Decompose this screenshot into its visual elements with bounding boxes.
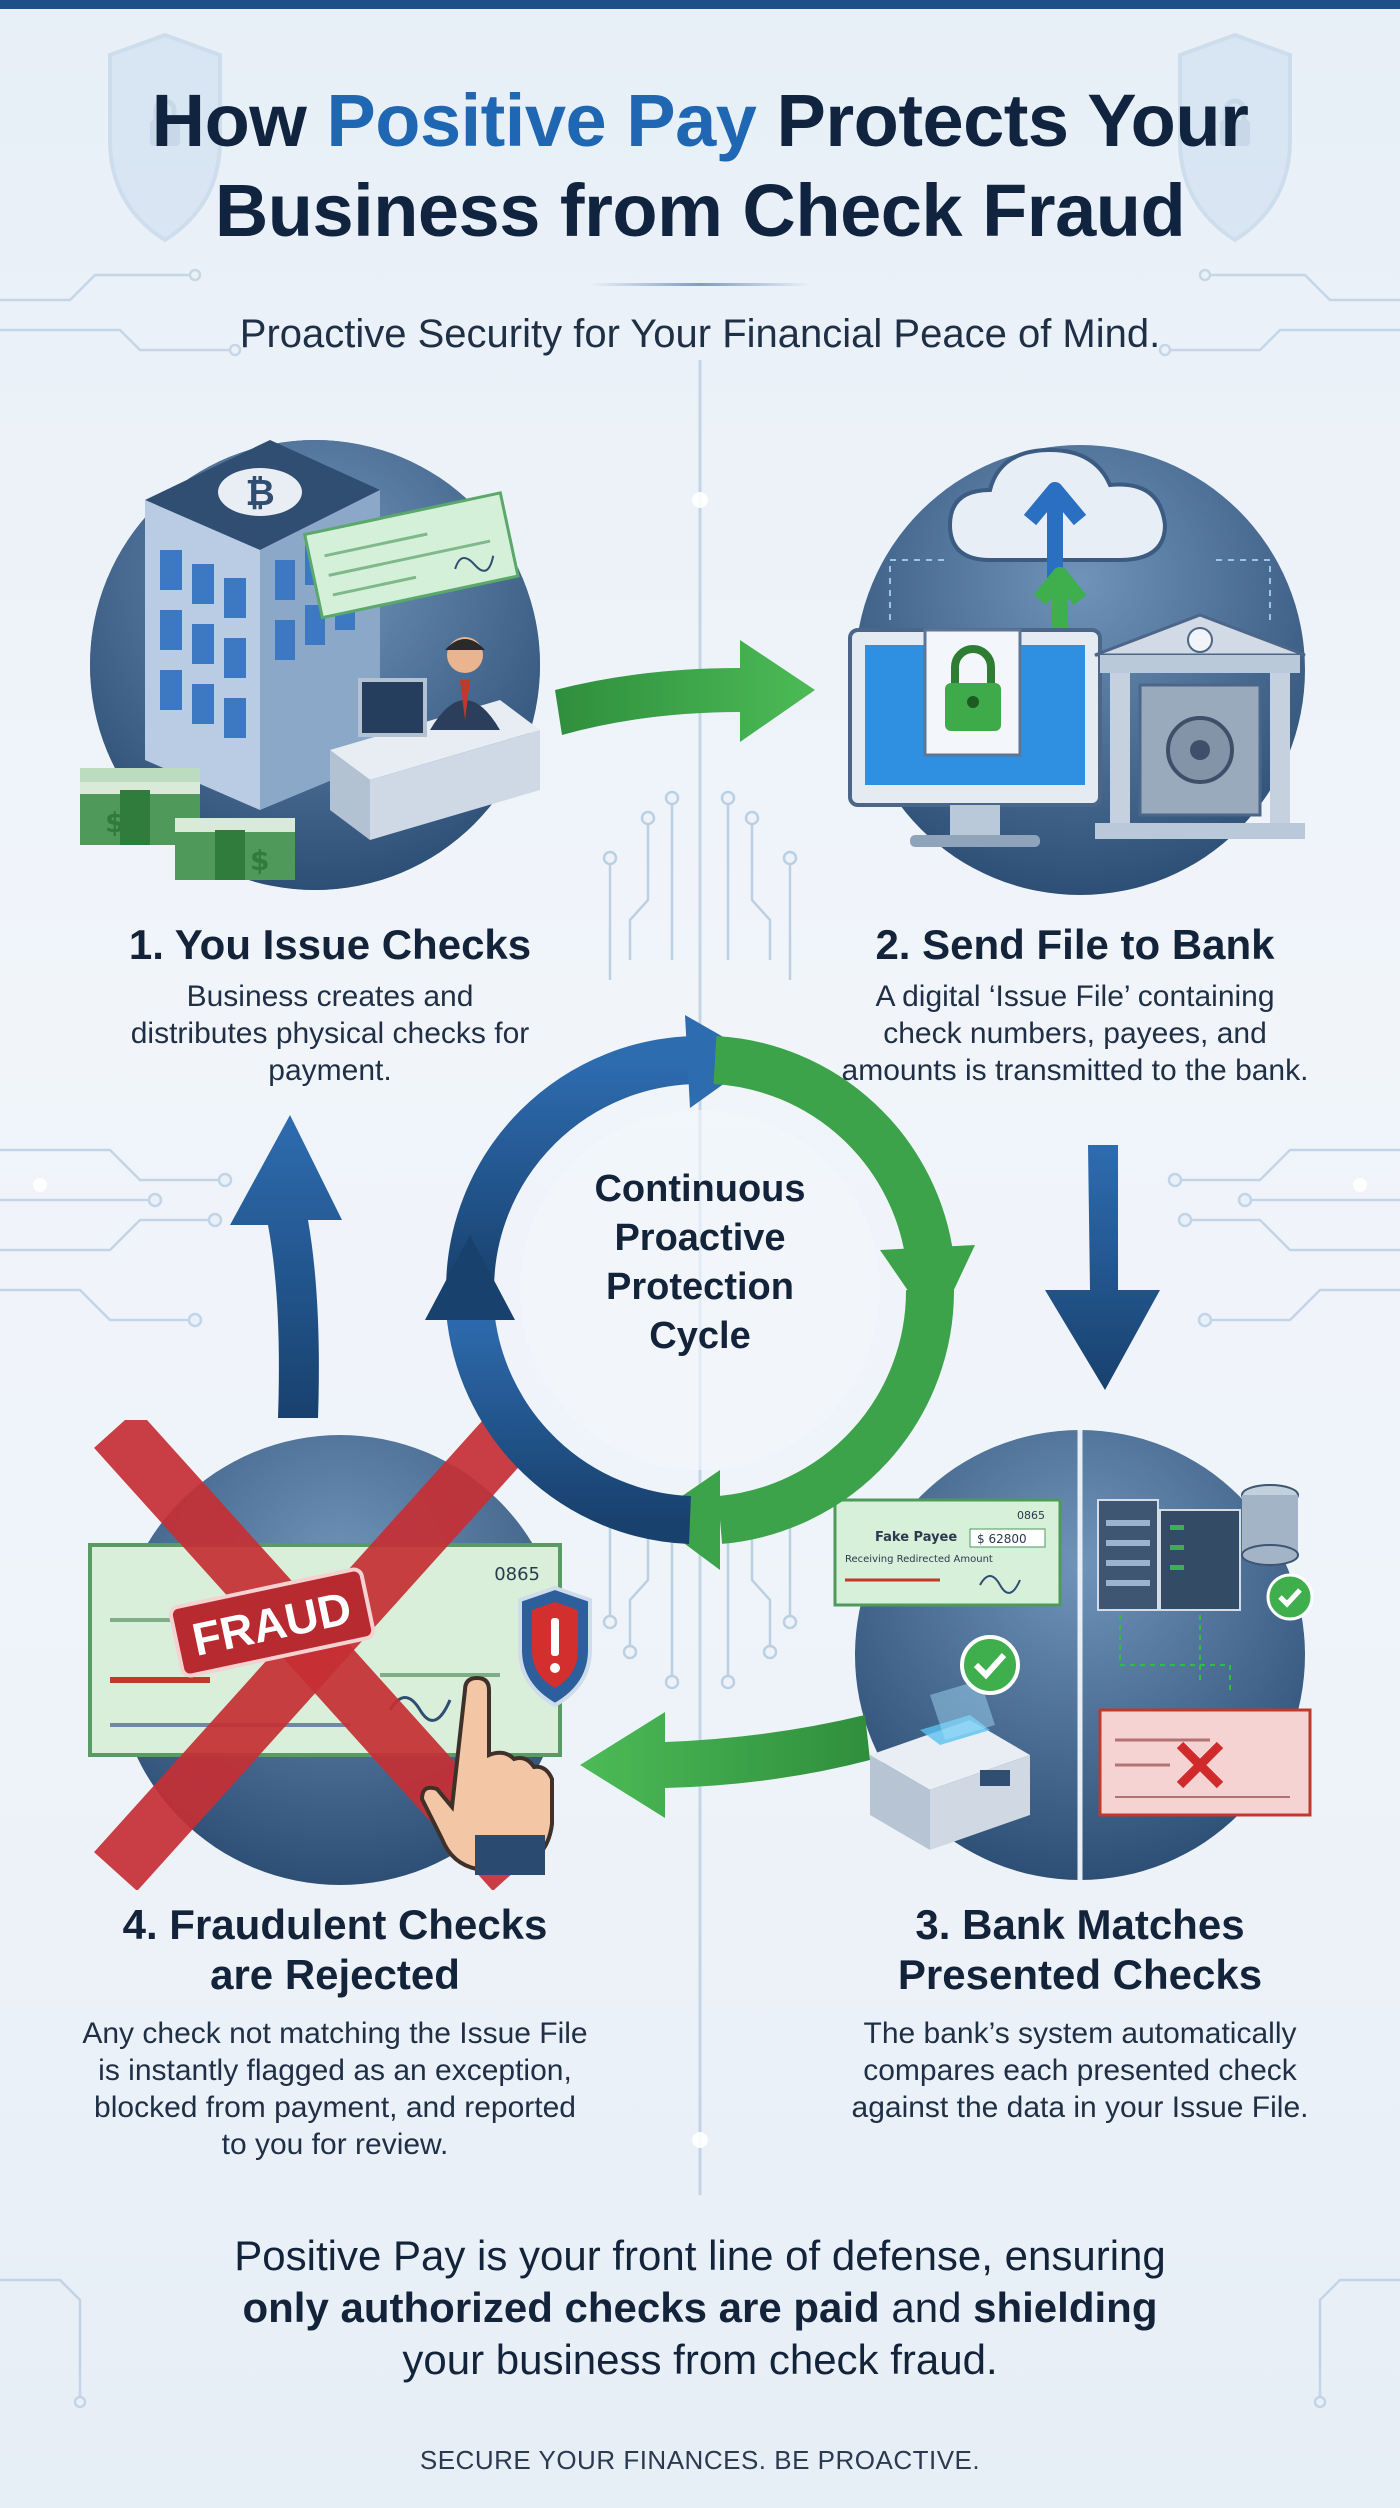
step3-description: The bank’s system automatically compares… [851, 2017, 1309, 2124]
step2-illustration [848, 445, 1306, 895]
center-cycle-ring [425, 1015, 975, 1570]
page-title-line-2: Business from Check Fraud [214, 169, 1186, 252]
step3-illustration: 0865 Fake Payee $ 62800 Receiving Redire… [833, 1430, 1314, 1880]
page-subtitle: Proactive Security for Your Financial Pe… [239, 312, 1161, 356]
step1-description: Business creates and distributes physica… [130, 980, 530, 1087]
shield-watermark-left-icon [108, 32, 222, 243]
arrow-step1-to-step2 [555, 640, 815, 742]
check-icon [302, 491, 520, 620]
center-cycle-label: Continuous Proactive Protection Cycle [594, 1168, 806, 1357]
step3-title: 3. Bank Matches Presented Checks [897, 1901, 1263, 1998]
svg-text:Fake Payee: Fake Payee [875, 1530, 957, 1545]
step2-title: 2. Send File to Bank [875, 921, 1275, 968]
arrow-step3-to-step4 [580, 1712, 870, 1818]
step2-description: A digital ‘Issue File’ containing check … [841, 980, 1309, 1087]
arrow-step4-to-step1 [230, 1115, 342, 1418]
svg-text:$ 62800: $ 62800 [977, 1532, 1027, 1546]
hand-pointer-icon [419, 1675, 554, 1875]
page-title-line-1: How Positive Pay Protects Your [151, 79, 1249, 162]
step1-illustration: ₿ $ $ [80, 440, 540, 890]
title-highlight: Positive Pay [326, 79, 757, 162]
cash-stack-icon: $ $ [80, 768, 295, 880]
title-divider [590, 283, 810, 286]
cloud-upload-icon [947, 447, 1168, 650]
svg-text:0865: 0865 [494, 1564, 540, 1585]
step4-title: 4. Fraudulent Checks are Rejected [122, 1901, 548, 1998]
step4-description: Any check not matching the Issue File is… [82, 2017, 588, 2161]
footer-tagline: SECURE YOUR FINANCES. BE PROACTIVE. [419, 2445, 981, 2475]
padlock-icon [923, 628, 1022, 757]
step1-title: 1. You Issue Checks [128, 921, 532, 968]
footer-message: Positive Pay is your front line of defen… [234, 2232, 1166, 2383]
svg-text:₿: ₿ [245, 473, 274, 514]
check-scanner-icon [870, 1680, 1030, 1850]
person-at-desk-icon [330, 637, 540, 840]
bitcoin-icon: ₿ [218, 468, 302, 516]
svg-text:$: $ [105, 806, 124, 839]
bank-vault-icon [1094, 613, 1306, 839]
svg-text:Receiving Redirected Amount: Receiving Redirected Amount [845, 1554, 993, 1565]
valid-check-icon: 0865 Fake Payee $ 62800 Receiving Redire… [833, 1498, 1062, 1607]
svg-text:0865: 0865 [1017, 1509, 1045, 1522]
server-database-icon [1097, 1484, 1314, 1621]
shield-watermark-right-icon [1178, 32, 1292, 243]
step4-illustration: 0865 FRAUD [88, 1420, 592, 1890]
top-accent-bar [0, 0, 1400, 9]
svg-text:$: $ [250, 844, 269, 877]
match-checkmark-icon [960, 1635, 1020, 1695]
shield-alert-icon [518, 1585, 592, 1708]
arrow-step2-to-step3 [1045, 1145, 1160, 1390]
rejected-check-icon [1098, 1708, 1312, 1817]
